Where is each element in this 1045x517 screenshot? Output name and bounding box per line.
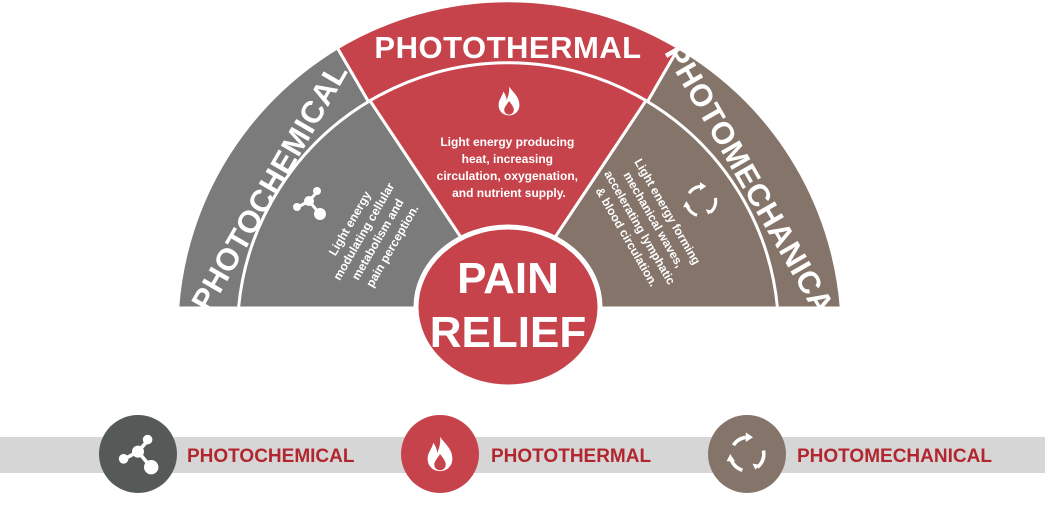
legend-photochemical-label: PHOTOCHEMICAL bbox=[187, 446, 355, 467]
photothermal-description-line-1: Light energy producing bbox=[440, 135, 574, 149]
photothermal-inner-segment bbox=[367, 61, 649, 311]
legend-item-photothermal: PHOTOTHERMAL bbox=[401, 415, 651, 493]
photothermal-description-line-4: and nutrient supply. bbox=[452, 186, 566, 200]
photothermal-title: PHOTOTHERMAL bbox=[374, 30, 641, 65]
legend-photothermal-label: PHOTOTHERMAL bbox=[491, 446, 651, 467]
photothermal-description-line-2: heat, increasing bbox=[462, 152, 553, 166]
photothermal-description-line-3: circulation, oxygenation, bbox=[437, 169, 578, 183]
legend-item-photomechanical: PHOTOMECHANICAL bbox=[708, 415, 992, 493]
legend-photomechanical-label: PHOTOMECHANICAL bbox=[797, 446, 992, 467]
center-line-2: RELIEF bbox=[430, 308, 586, 357]
legend-item-photochemical: PHOTOCHEMICAL bbox=[99, 415, 355, 493]
photothermal-description: Light energy producing heat, increasing … bbox=[437, 135, 582, 200]
legend-photomechanical-circle bbox=[708, 415, 786, 493]
center-line-1: PAIN bbox=[457, 254, 559, 303]
pain-relief-circle bbox=[413, 224, 603, 390]
